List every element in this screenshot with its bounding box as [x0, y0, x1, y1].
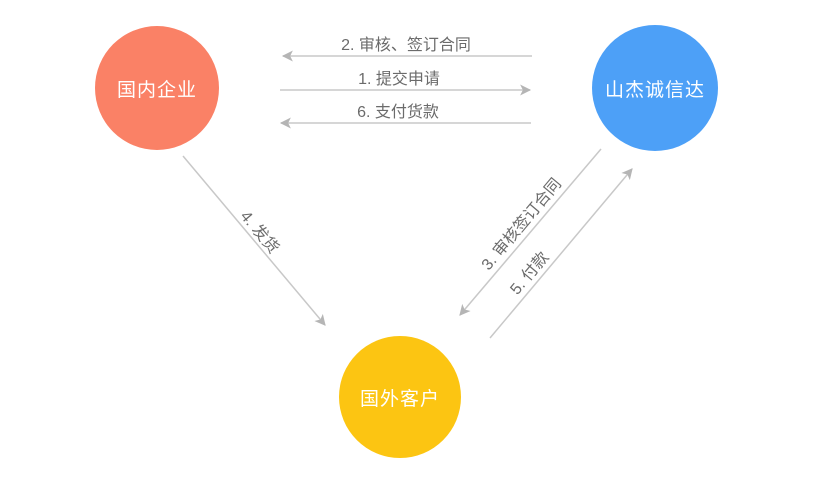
arrow-step4: [182, 155, 326, 326]
node-foreign-customer-label: 国外客户: [359, 388, 440, 410]
node-shanjie-company: 山杰诚信达: [592, 25, 718, 151]
flow-label-step2-review-sign-contract: 2. 审核、签订合同: [341, 37, 471, 54]
arrow-step3: [459, 148, 602, 316]
node-foreign-customer: 国外客户: [339, 336, 461, 458]
node-domestic-enterprise: 国内企业: [95, 26, 219, 150]
arrow-step5: [489, 168, 633, 339]
node-domestic-enterprise-label: 国内企业: [116, 79, 197, 101]
node-shanjie-company-label: 山杰诚信达: [604, 79, 705, 101]
flow-label-step6-pay-for-goods: 6. 支付货款: [357, 104, 439, 121]
flow-label-step1-submit-application: 1. 提交申请: [358, 71, 440, 88]
